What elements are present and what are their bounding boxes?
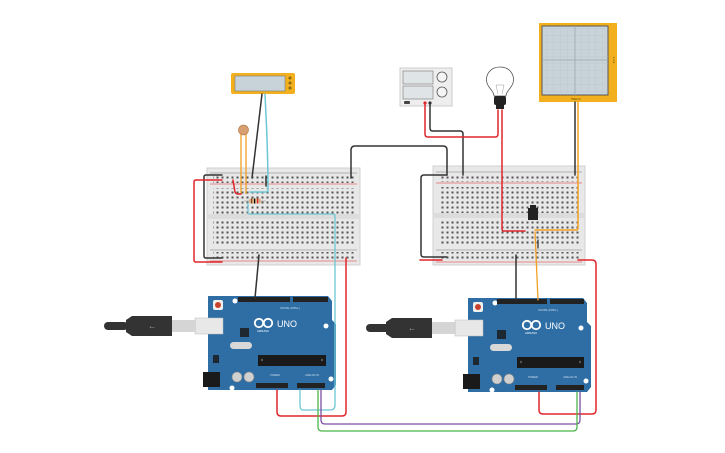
svg-text:ANALOG IN: ANALOG IN xyxy=(563,376,577,379)
svg-text:ARDUINO: ARDUINO xyxy=(525,331,537,335)
arduino-uno-right[interactable]: DIGITAL (PWM~) UNO ARDUINO POWER ANALOG … xyxy=(463,298,591,393)
svg-text:DIGITAL (PWM~): DIGITAL (PWM~) xyxy=(280,307,300,310)
oscilloscope[interactable]: 1 ms 500mV xyxy=(539,23,617,102)
wire-right-rail-black xyxy=(420,174,448,258)
oscilloscope-time-label: 1 ms xyxy=(612,57,616,64)
usb-cable-left[interactable]: ⭠ xyxy=(104,316,224,336)
svg-text:POWER: POWER xyxy=(528,376,538,379)
breadboard-right[interactable] xyxy=(432,165,586,266)
wire-osc-orange xyxy=(534,101,579,231)
reset-button[interactable] xyxy=(475,304,481,310)
wire-transistor-orange xyxy=(534,231,539,301)
wire-inter-board-black xyxy=(350,145,448,179)
transistor[interactable] xyxy=(528,205,538,220)
usb-cable-right[interactable]: ⭠ xyxy=(366,318,484,338)
resistor[interactable] xyxy=(244,198,266,204)
voltage-knob[interactable] xyxy=(436,71,448,83)
arduino-logo-icon xyxy=(521,319,542,331)
wire-cyan-analog xyxy=(247,202,336,411)
wire-left-red-jumper xyxy=(232,179,242,195)
lcd-display[interactable] xyxy=(231,73,295,94)
arduino-uno-left[interactable]: DIGITAL (PWM~) UNO ARDUINO POWER ANALOG … xyxy=(203,296,336,391)
oscilloscope-volt-label: 500mV xyxy=(571,97,581,101)
svg-text:ANALOG IN: ANALOG IN xyxy=(305,374,319,377)
wire-right-red-power xyxy=(538,259,597,415)
wire-left-rail-red xyxy=(193,179,223,263)
arduino-logo-icon xyxy=(253,317,274,329)
power-supply[interactable] xyxy=(399,67,453,107)
current-knob[interactable] xyxy=(436,86,448,98)
svg-text:UNO: UNO xyxy=(277,319,297,329)
wire-left-gnd xyxy=(254,254,260,299)
wire-ps-black xyxy=(429,103,464,176)
wire-bulb-red xyxy=(501,109,526,232)
reset-button[interactable] xyxy=(215,302,221,308)
svg-text:UNO: UNO xyxy=(545,321,565,331)
wire-purple-link xyxy=(320,389,581,425)
svg-text:DIGITAL (PWM~): DIGITAL (PWM~) xyxy=(538,309,558,312)
wire-left-rail-black xyxy=(203,174,223,259)
usb-icon: ⭠ xyxy=(149,324,155,331)
usb-icon: ⭠ xyxy=(409,326,415,333)
wire-lcd-black xyxy=(251,93,263,179)
svg-text:ARDUINO: ARDUINO xyxy=(257,329,269,333)
wire-left-red-power xyxy=(276,257,347,417)
breadboard-left[interactable] xyxy=(206,167,361,266)
light-bulb[interactable] xyxy=(486,66,514,109)
photoresistor[interactable] xyxy=(238,124,249,194)
wire-ps-red xyxy=(424,103,499,138)
svg-text:POWER: POWER xyxy=(270,374,280,377)
wire-lcd-cyan xyxy=(249,93,269,193)
wire-green-link xyxy=(317,389,578,432)
